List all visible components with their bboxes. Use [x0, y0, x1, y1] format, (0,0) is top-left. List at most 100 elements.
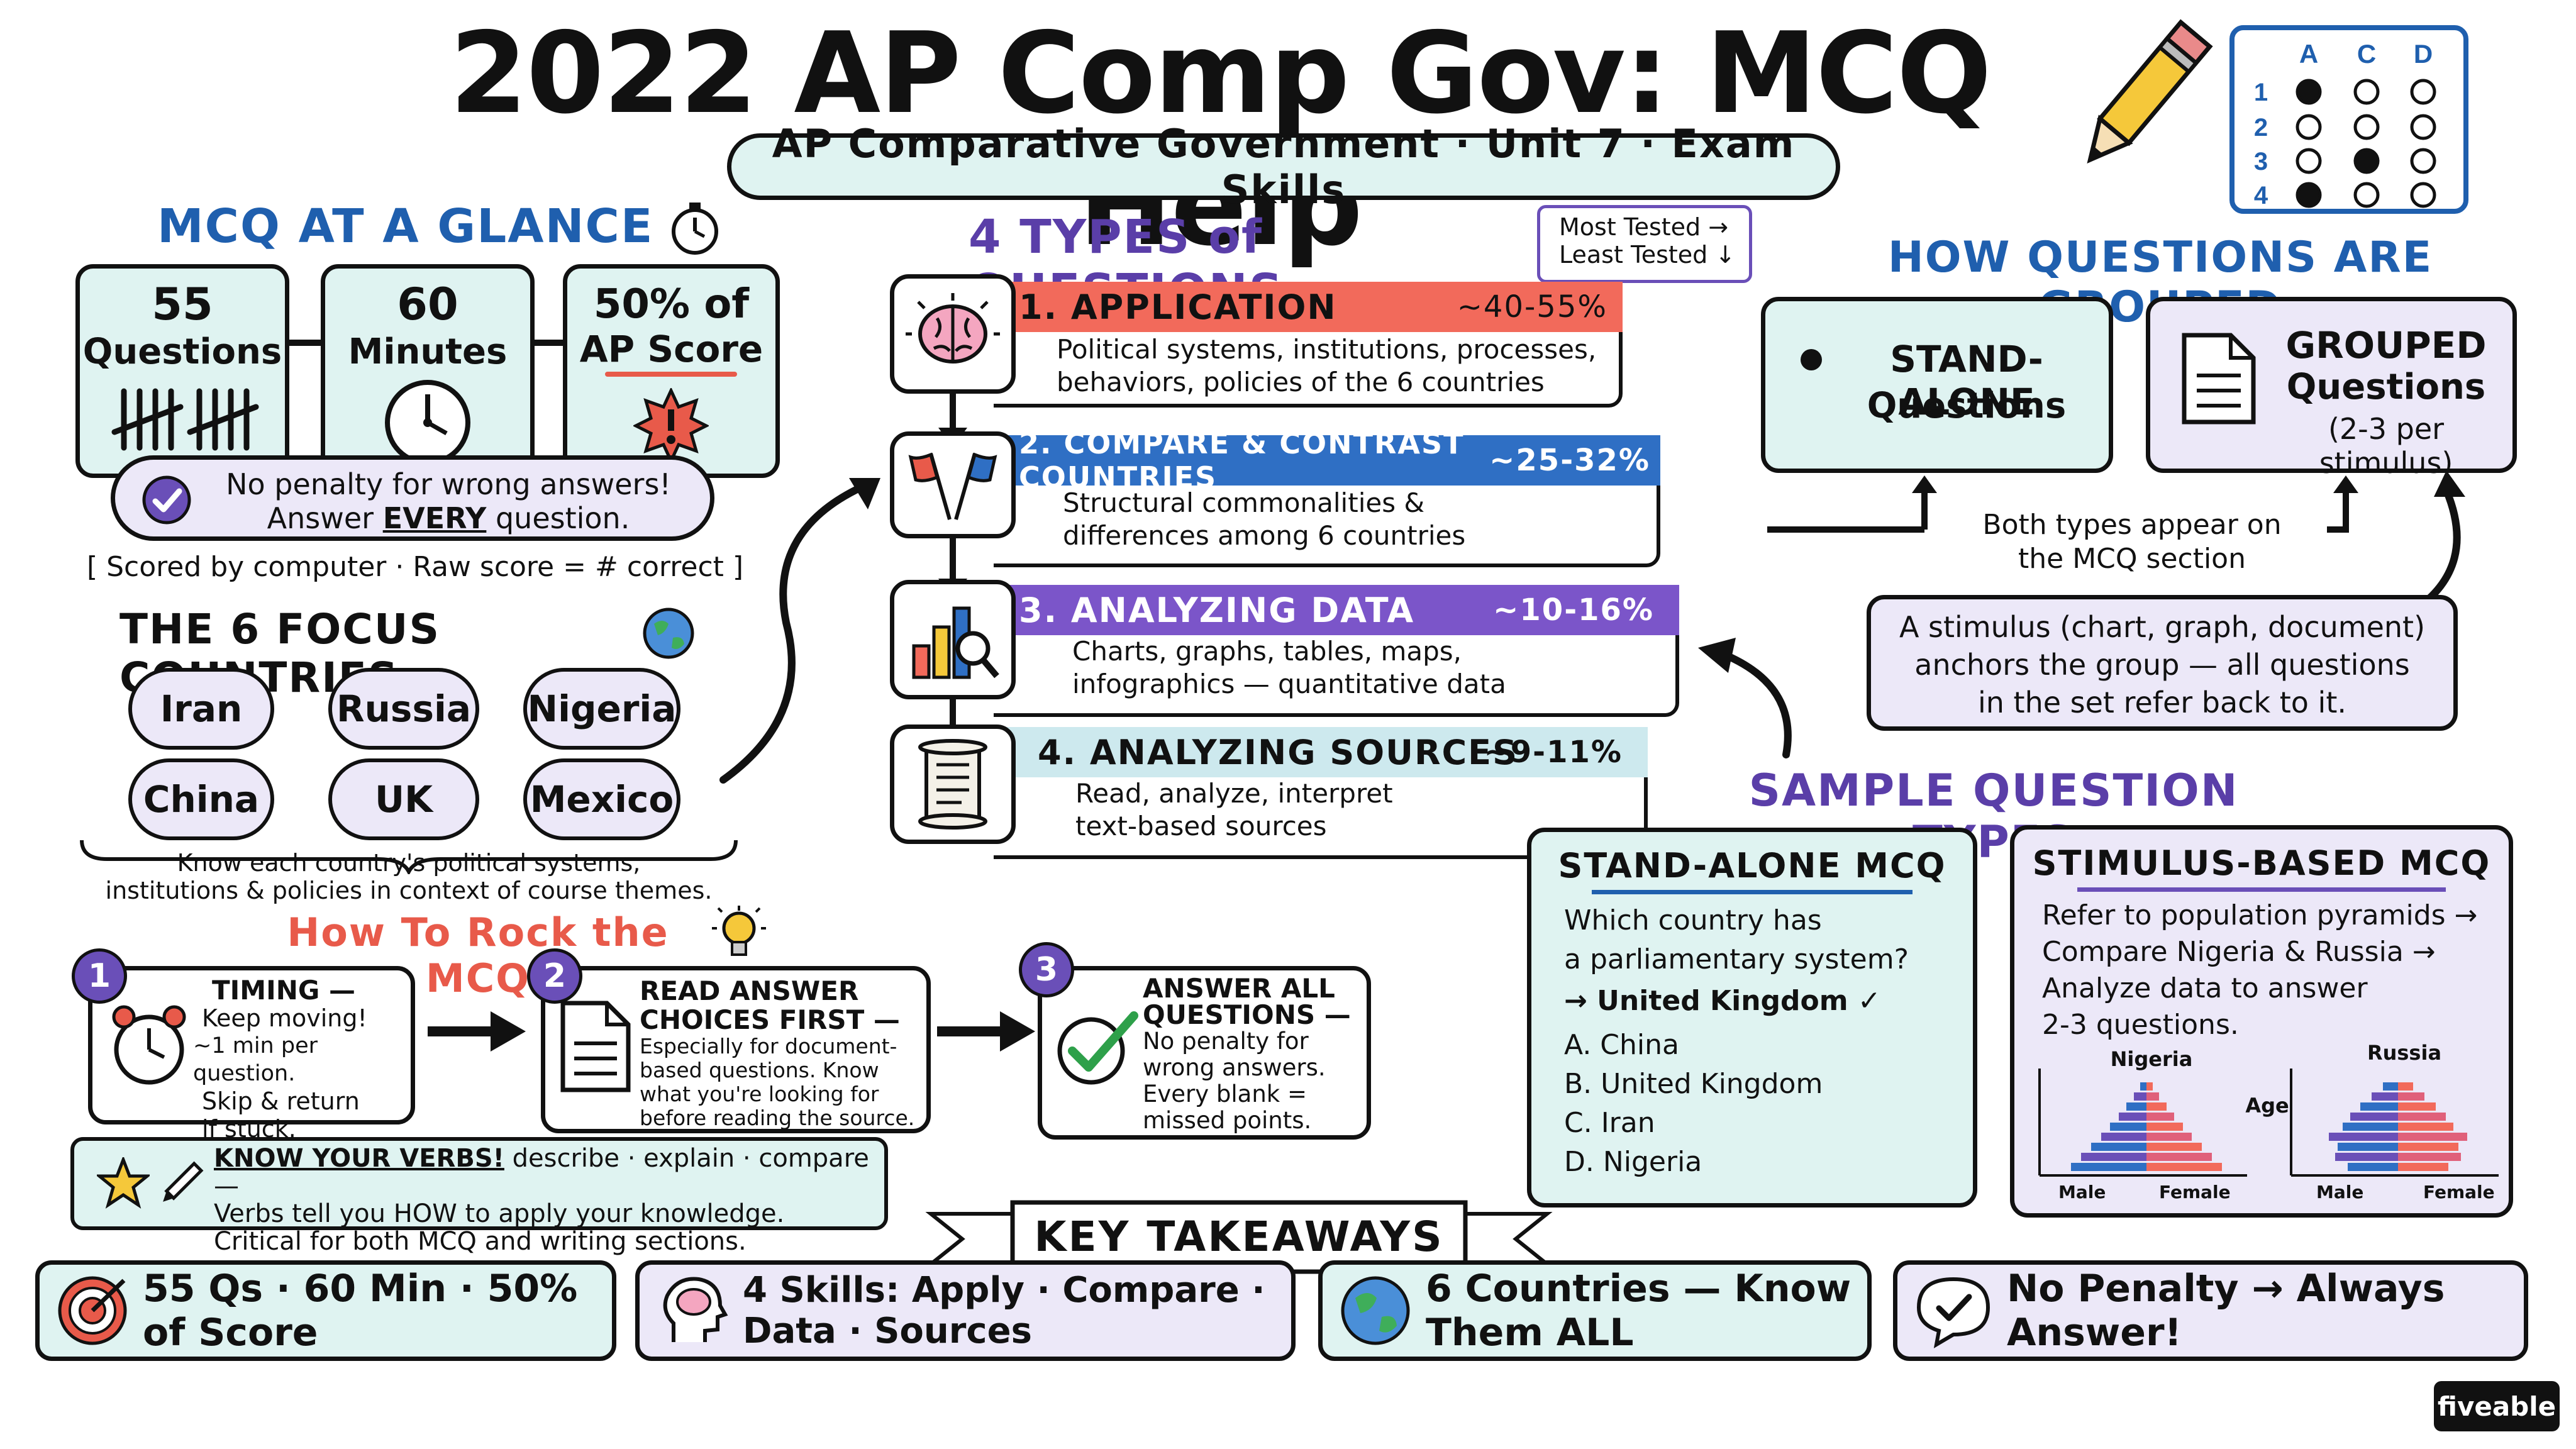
- pyramid-male-label: Male: [2316, 1182, 2364, 1202]
- grouped-box: GROUPED Questions (2-3 per stimulus): [2146, 297, 2517, 480]
- stimulus-line: Compare Nigeria & Russia →: [2042, 936, 2436, 968]
- pyramid-bar-female: [2398, 1153, 2461, 1161]
- type-2-frame: [994, 435, 1660, 567]
- penalty-line-1: No penalty for wrong answers!: [226, 467, 671, 501]
- rock-step-3: ANSWER ALL QUESTIONS — No penalty for wr…: [1038, 966, 1371, 1140]
- pyramid-female-label: Female: [2159, 1182, 2231, 1202]
- pyramid-bar-male: [2134, 1092, 2146, 1101]
- document-icon: [2182, 333, 2256, 425]
- head-brain-icon: [663, 1277, 728, 1342]
- stimulus-mcq-title: STIMULUS-BASED MCQ: [2032, 843, 2491, 883]
- country-pill-mexico: Mexico: [523, 758, 680, 840]
- pyramid-label-nigeria: Nigeria: [2110, 1047, 2193, 1071]
- pyramid-bar-female: [2398, 1163, 2448, 1171]
- takeaway-1: 55 Qs · 60 Min · 50% of Score: [35, 1260, 616, 1361]
- rock-step-2-text: READ ANSWER CHOICES FIRST — Especially f…: [640, 977, 929, 1130]
- takeaway-2: 4 Skills: Apply · Compare · Data · Sourc…: [635, 1260, 1296, 1361]
- pyramid-male-label: Male: [2058, 1182, 2106, 1202]
- type-1-desc-line: behaviors, policies of the 6 countries: [1057, 367, 1545, 397]
- type-4-icon-box: [890, 724, 1016, 844]
- type-1-desc: Political systems, institutions, process…: [1057, 333, 1610, 399]
- stopwatch-icon: [672, 203, 718, 255]
- type-4-desc-line: text-based sources: [1075, 811, 1327, 841]
- takeaways-ribbon: [925, 1200, 1553, 1274]
- step-line: Every blank =: [1143, 1080, 1307, 1108]
- penalty-bubble: No penalty for wrong answers! Answer EVE…: [111, 455, 714, 541]
- type-2-desc-line: Structural commonalities &: [1063, 487, 1425, 518]
- svg-text:C: C: [2357, 39, 2376, 69]
- pyramid-bar-male: [2091, 1143, 2146, 1151]
- glance-card-score: 50% of AP Score: [563, 264, 780, 478]
- both-types-note: Both types appear on the MCQ section: [1937, 508, 2327, 576]
- subtitle-banner: AP Comparative Government · Unit 7 · Exa…: [727, 121, 1840, 213]
- country-pill-iran: Iran: [128, 668, 274, 750]
- type-3-percent: ~10-16%: [1493, 592, 1654, 628]
- step-line: ANSWER ALL: [1143, 973, 1335, 1004]
- step-line: QUESTIONS —: [1143, 999, 1351, 1030]
- type-1-title: 1. APPLICATION: [1019, 287, 1337, 327]
- countries-note-1: Know each country's political systems,: [177, 849, 641, 877]
- type-4-title: 4. ANALYZING SOURCES: [1038, 732, 1518, 772]
- pyramid-bar-male: [2329, 1133, 2398, 1141]
- type-3-desc: Charts, graphs, tables, maps, infographi…: [1072, 635, 1638, 701]
- step-number-3: 3: [1019, 942, 1074, 997]
- score-underline: [605, 372, 737, 377]
- pen-icon: [163, 1161, 204, 1202]
- country-pill-china: China: [128, 758, 274, 840]
- curved-arrow-countries: [719, 478, 880, 784]
- grouped-connector: [1767, 475, 2358, 533]
- curved-arrow-to-data: [1698, 638, 1792, 758]
- type-2-band: 2. COMPARE & CONTRAST COUNTRIES ~25-32%: [994, 426, 1660, 494]
- step-arrow-1: [428, 1011, 526, 1052]
- page-title: 2022 AP Comp Gov: MCQ Help: [450, 8, 1992, 270]
- grouped-label-3: (2-3 per stimulus): [2319, 412, 2453, 480]
- pyramid-bar-male: [2350, 1113, 2398, 1121]
- glance-card-minutes: 60 Minutes: [321, 264, 535, 478]
- pyramid-bar-female: [2398, 1133, 2467, 1141]
- pyramid-bar-male: [2372, 1092, 2398, 1101]
- step-line: wrong answers.: [1143, 1054, 1326, 1081]
- scroll-document-icon: [918, 739, 987, 830]
- pyramid-bar-male: [2338, 1143, 2398, 1151]
- rock-heading: How To Rock the MCQ: [287, 909, 669, 1001]
- rock-step-1: TIMING — Keep moving! ~1 min per questio…: [88, 966, 415, 1143]
- pyramid-bar-male: [2119, 1113, 2146, 1121]
- pyramid-bar-female: [2146, 1153, 2212, 1161]
- step-number-2: 2: [527, 948, 582, 1004]
- alarm-clock-icon: [112, 1005, 186, 1085]
- pyramid-bar-male: [2360, 1102, 2398, 1111]
- legend-least: Least Tested ↓: [1559, 241, 1736, 269]
- step-line: Keep moving!: [202, 1004, 367, 1032]
- answer-option: D. Nigeria: [1564, 1146, 1702, 1178]
- glance-card-value: 60: [397, 279, 458, 330]
- type-2-desc: Structural commonalities & differences a…: [1063, 487, 1616, 552]
- pyramid-bar-male: [2343, 1123, 2398, 1131]
- pyramid-female-label: Female: [2423, 1182, 2495, 1202]
- step-line: READ ANSWER: [640, 975, 859, 1006]
- stimulus-note: A stimulus (chart, graph, document) anch…: [1871, 608, 2453, 721]
- type-3-desc-line: Charts, graphs, tables, maps,: [1072, 636, 1462, 667]
- step-line: CHOICES FIRST —: [640, 1004, 900, 1035]
- question-line: Which country has: [1564, 904, 1822, 936]
- correct-answer: → United Kingdom ✓: [1564, 985, 1881, 1017]
- step-line: Skip & return: [202, 1087, 360, 1115]
- check-circle-icon: [142, 475, 191, 525]
- pyramid-bar-male: [2101, 1133, 2146, 1141]
- type-2-icon-box: [890, 431, 1016, 538]
- verbs-line-2: Verbs tell you HOW to apply your knowled…: [214, 1199, 785, 1228]
- standalone-bullet: [1801, 349, 1822, 370]
- standalone-box: STAND-ALONE Questions: [1761, 297, 2113, 473]
- svg-text:4: 4: [2254, 182, 2268, 209]
- svg-text:3: 3: [2254, 148, 2268, 175]
- stim-line-1: A stimulus (chart, graph, document): [1899, 610, 2426, 644]
- standalone-mcq-underline: [1592, 890, 1913, 894]
- types-legend: Most Tested → Least Tested ↓: [1537, 205, 1752, 283]
- globe-icon: [643, 608, 694, 659]
- check-circle-icon: [1057, 1011, 1138, 1085]
- type-2-desc-line: differences among 6 countries: [1063, 520, 1466, 551]
- clock-icon: [385, 380, 470, 465]
- country-pill-russia: Russia: [328, 668, 479, 750]
- pyramid-bar-male: [2335, 1153, 2398, 1161]
- step-line: missed points.: [1143, 1107, 1312, 1134]
- step-line: before reading the source.: [640, 1106, 915, 1130]
